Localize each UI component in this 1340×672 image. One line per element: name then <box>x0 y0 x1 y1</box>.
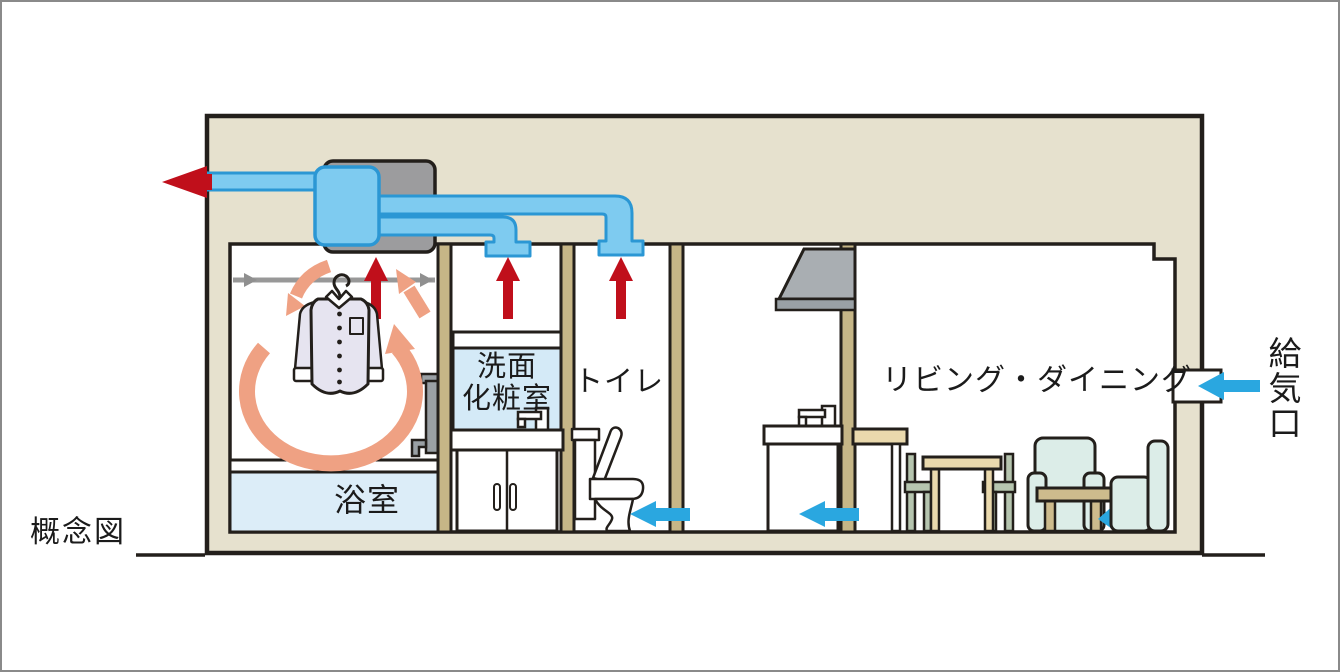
bathroom-circulation-arrows <box>239 259 431 472</box>
air-supply-port <box>1171 368 1260 404</box>
supply-arrow-icon <box>1198 372 1260 400</box>
coffee-table <box>1035 486 1113 533</box>
bar-counter-top <box>851 427 909 446</box>
toilet-exhaust-arrow-icon <box>609 257 633 319</box>
bar-counter-leg <box>890 442 902 533</box>
circulation-left-arrow-icon <box>289 259 332 299</box>
mirror-cabinet-top <box>451 330 563 350</box>
toilet-label: トイレ <box>573 366 664 398</box>
shirt-collar <box>324 289 354 310</box>
kitchen-counter-top <box>762 424 844 446</box>
sofa-back <box>1146 439 1170 533</box>
floor-transfer-arrows <box>630 501 859 527</box>
air-supply-port-label: 給気口 <box>1263 336 1299 441</box>
wall-bath-washroom <box>436 242 453 534</box>
range-hood-lip <box>774 297 857 312</box>
circulation-right-arrowhead-icon <box>396 269 416 294</box>
kitchen-transfer-arrow-icon <box>799 501 859 527</box>
circulation-arc-arrowhead-icon <box>385 324 415 354</box>
vanity-mirror <box>451 346 563 432</box>
circulation-left-arrowhead-icon <box>286 293 305 316</box>
wall-toilet-hall <box>668 242 685 534</box>
hanger-hook-icon <box>332 273 351 299</box>
diagram-caption: 概念図 <box>30 516 126 549</box>
washroom-exhaust-arrow-icon <box>496 257 520 319</box>
bathroom-label: 浴室 <box>333 482 400 518</box>
washroom-faucet <box>516 406 550 432</box>
wall-kitchen <box>839 242 857 534</box>
sofa-seat <box>1109 475 1153 533</box>
stud-walls <box>436 242 857 534</box>
exhaust-arrow-icon <box>162 166 212 198</box>
washroom-vanity <box>449 330 565 533</box>
sofa-corner <box>1026 436 1170 533</box>
toilet-bowl-rim <box>588 477 645 501</box>
cabinet-handle <box>493 483 501 511</box>
washroom-label-line1: 洗面 <box>476 351 537 383</box>
kitchen-faucet <box>797 404 837 429</box>
circulation-arc-arrow-icon <box>239 342 423 472</box>
dining-set <box>903 452 1017 533</box>
shirt-pocket <box>349 317 364 335</box>
bathroom-exhaust-arrow-icon <box>364 257 388 319</box>
cabinet-handle <box>509 483 517 511</box>
ventilation-unit <box>162 159 645 258</box>
duct-branch-washroom <box>372 215 532 258</box>
toilet-seat-lid-open <box>591 426 623 483</box>
vanity-counter <box>449 428 565 452</box>
duct-main-body <box>313 165 381 247</box>
toilet-fixture <box>570 426 645 533</box>
circulation-right-arrow-icon <box>403 285 431 319</box>
hanging-shirt <box>292 273 385 395</box>
toilet-tank-lid <box>570 427 601 442</box>
dining-table <box>921 455 1003 533</box>
washroom-label: 洗面 化粧室 <box>453 351 561 416</box>
washroom-label-line2: 化粧室 <box>461 383 552 416</box>
toilet-transfer-arrow-icon <box>630 501 690 527</box>
living-dining-label: リビング・ダイニング <box>882 364 1192 397</box>
bathtub <box>228 470 440 534</box>
ceiling-exhaust-arrows <box>364 257 633 319</box>
exhaust-duct-outlet <box>203 171 321 192</box>
toilet-pedestal <box>593 497 635 533</box>
duct-branch-toilet <box>372 194 645 257</box>
shirt-buttons <box>337 311 342 385</box>
